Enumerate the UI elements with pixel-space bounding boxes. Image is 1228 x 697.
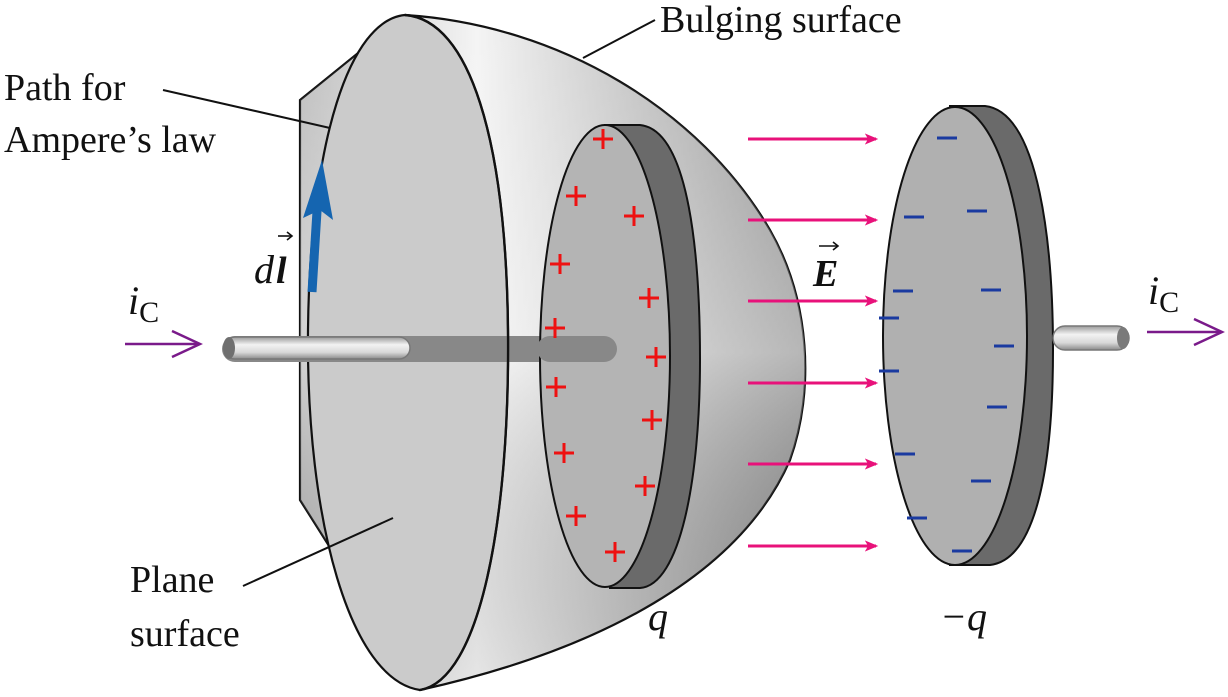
label-current-left: iC	[128, 278, 159, 329]
plus-charge-icon	[546, 377, 566, 397]
plus-charge-icon	[566, 506, 586, 526]
label-path-line1: Path for	[4, 67, 126, 109]
leader-path	[162, 89, 331, 129]
label-bulging: Bulging surface	[660, 0, 902, 41]
leader-bulging	[582, 19, 656, 59]
label-dl-d: d	[254, 247, 275, 292]
vector-arrow-icon	[278, 231, 294, 241]
positive-plate	[537, 124, 702, 589]
plus-charge-icon	[642, 410, 662, 430]
label-charge-negative: −q	[940, 594, 987, 639]
label-field: E	[812, 241, 840, 295]
plus-charge-icon	[554, 443, 574, 463]
current-arrow-out	[1147, 317, 1225, 347]
positive-charges	[545, 129, 666, 562]
left-wire	[222, 336, 617, 362]
plus-charge-icon	[550, 254, 570, 274]
negative-charges	[879, 136, 1014, 553]
label-path-line2: Ampere’s law	[4, 119, 217, 161]
label-plane-line1: Plane	[130, 559, 214, 601]
negative-plate	[882, 105, 1055, 566]
plus-charge-icon	[624, 206, 644, 226]
vector-arrow-icon	[819, 241, 840, 251]
ampere-path-loop	[419, 329, 510, 692]
right-wire	[1052, 325, 1130, 351]
leader-plane	[242, 517, 394, 587]
plus-charge-icon	[605, 542, 625, 562]
plus-charge-icon	[593, 129, 613, 149]
plus-charge-icon	[635, 476, 655, 496]
label-plane-line2: surface	[130, 613, 240, 655]
plus-charge-icon	[566, 186, 586, 206]
plus-charge-icon	[545, 318, 565, 338]
label-dl: d l	[254, 231, 294, 292]
plus-charge-icon	[639, 288, 659, 308]
plus-charge-icon	[646, 347, 666, 367]
label-current-right: iC	[1148, 268, 1179, 319]
electric-field-arrows	[748, 133, 879, 552]
current-arrow-in	[125, 329, 203, 359]
label-dl-l: l	[276, 250, 287, 292]
dl-arrow	[303, 160, 333, 293]
label-field-e: E	[812, 253, 838, 295]
label-charge-positive: q	[648, 594, 668, 639]
